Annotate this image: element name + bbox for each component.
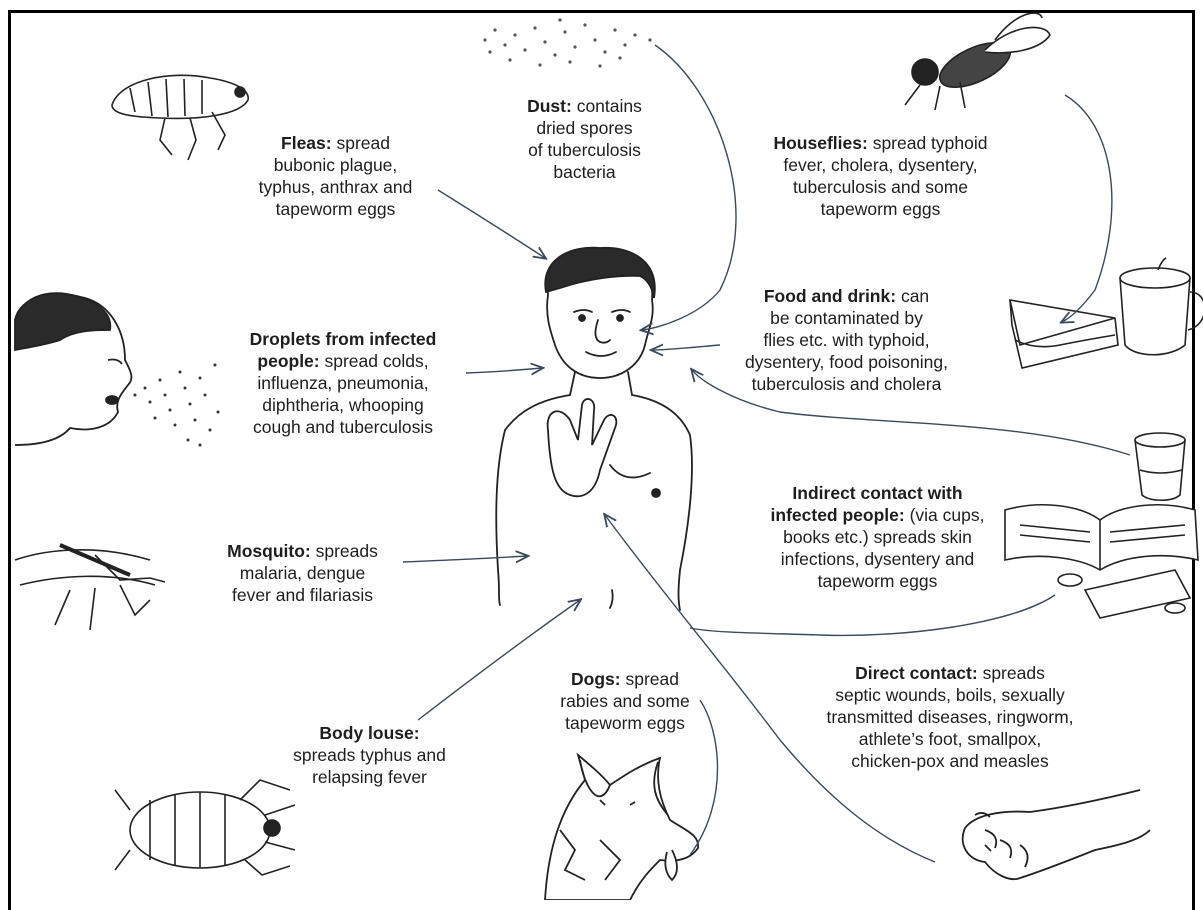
label-direct-line1: spreads [983,663,1045,683]
arrow-money [690,595,1055,635]
label-droplets-line3: influenza, pneumonia, [257,373,428,393]
label-dogs-head: Dogs: [571,669,621,689]
label-droplets-line2: spread colds, [325,351,429,371]
label-mosquito: Mosquito: spreads malaria, dengue fever … [195,540,410,606]
arrow-mosquito [403,556,527,562]
label-food: Food and drink: can be contaminated by f… [704,285,989,395]
label-dust-line2: dried spores [536,118,632,138]
body-louse-illustration [115,780,295,875]
label-dust: Dust: contains dried spores of tuberculo… [482,95,687,183]
label-droplets: Droplets from infected people: spread co… [212,328,474,438]
direct-contact-hand-illustration [963,790,1150,879]
label-dogs-line1: spread [625,669,679,689]
dog-illustration [545,755,698,900]
label-indirect-line2: (via cups, [910,505,985,525]
label-fleas-line4: tapeworm eggs [276,199,396,219]
label-food-head: Food and drink: [764,286,896,306]
label-houseflies-line4: tapeworm eggs [821,199,941,219]
label-food-line3: flies etc. with typhoid, [763,330,929,350]
label-direct-head: Direct contact: [855,663,978,683]
arrow-houseflies [1062,95,1112,322]
label-mosquito-line1: spreads [316,541,378,561]
label-dust-line3: of tuberculosis [528,140,641,160]
sneezing-man-illustration [15,293,131,445]
label-mosquito-head: Mosquito: [227,541,311,561]
label-fleas-line3: typhus, anthrax and [259,177,413,197]
label-houseflies-line1: spread typhoid [873,133,988,153]
label-fleas-head: Fleas: [281,133,332,153]
label-direct-contact: Direct contact: spreads septic wounds, b… [790,662,1110,772]
label-direct-line2: septic wounds, boils, sexually [835,685,1065,705]
dust-cloud-illustration [483,18,651,67]
label-food-line4: dysentery, food poisoning, [745,352,948,372]
label-louse-head: Body louse: [319,723,419,743]
label-fleas-line2: bubonic plague, [274,155,398,175]
label-direct-line3: transmitted diseases, ringworm, [826,707,1073,727]
label-houseflies: Houseflies: spread typhoid fever, choler… [738,132,1023,220]
label-droplets-head1: Droplets from infected [250,329,437,349]
label-fleas-line1: spread [336,133,390,153]
sneeze-droplets [134,364,220,447]
housefly-illustration [905,13,1050,110]
label-dogs: Dogs: spread rabies and some tapeworm eg… [530,668,720,734]
label-houseflies-head: Houseflies: [773,133,867,153]
arrow-droplets [466,368,542,373]
label-dust-line4: bacteria [553,162,615,182]
label-dust-line1: contains [577,96,642,116]
label-indirect-line4: infections, dysentery and [781,549,975,569]
label-mosquito-line3: fever and filariasis [232,585,373,605]
label-indirect-head2: infected people: [771,505,905,525]
label-indirect-contact: Indirect contact with infected people: (… [735,482,1020,592]
label-houseflies-line3: tuberculosis and some [793,177,968,197]
label-food-line1: can [901,286,929,306]
label-direct-line4: athlete’s foot, smallpox, [859,729,1042,749]
food-and-drink-illustration [1010,258,1203,368]
label-mosquito-line2: malaria, dengue [240,563,366,583]
label-droplets-line4: diphtheria, whooping [262,395,424,415]
label-dogs-line2: rabies and some [560,691,689,711]
mosquito-illustration [15,545,165,630]
label-indirect-head1: Indirect contact with [792,483,962,503]
label-louse-line2: spreads typhus and [293,745,446,765]
label-food-line2: be contaminated by [770,308,923,328]
label-droplets-head2: people: [257,351,319,371]
label-indirect-line3: books etc.) spreads skin [783,527,972,547]
indirect-contact-objects-illustration [1005,433,1198,618]
label-houseflies-line2: fever, cholera, dysentery, [783,155,977,175]
label-dogs-line3: tapeworm eggs [565,713,685,733]
label-food-line5: tuberculosis and cholera [752,374,942,394]
label-dust-head: Dust: [527,96,572,116]
label-direct-line5: chicken-pox and measles [851,751,1048,771]
label-body-louse: Body louse: spreads typhus and relapsing… [262,722,477,788]
label-indirect-line5: tapeworm eggs [818,571,938,591]
label-louse-line3: relapsing fever [312,767,427,787]
label-fleas: Fleas: spread bubonic plague, typhus, an… [208,132,463,220]
label-droplets-line5: cough and tuberculosis [253,417,433,437]
